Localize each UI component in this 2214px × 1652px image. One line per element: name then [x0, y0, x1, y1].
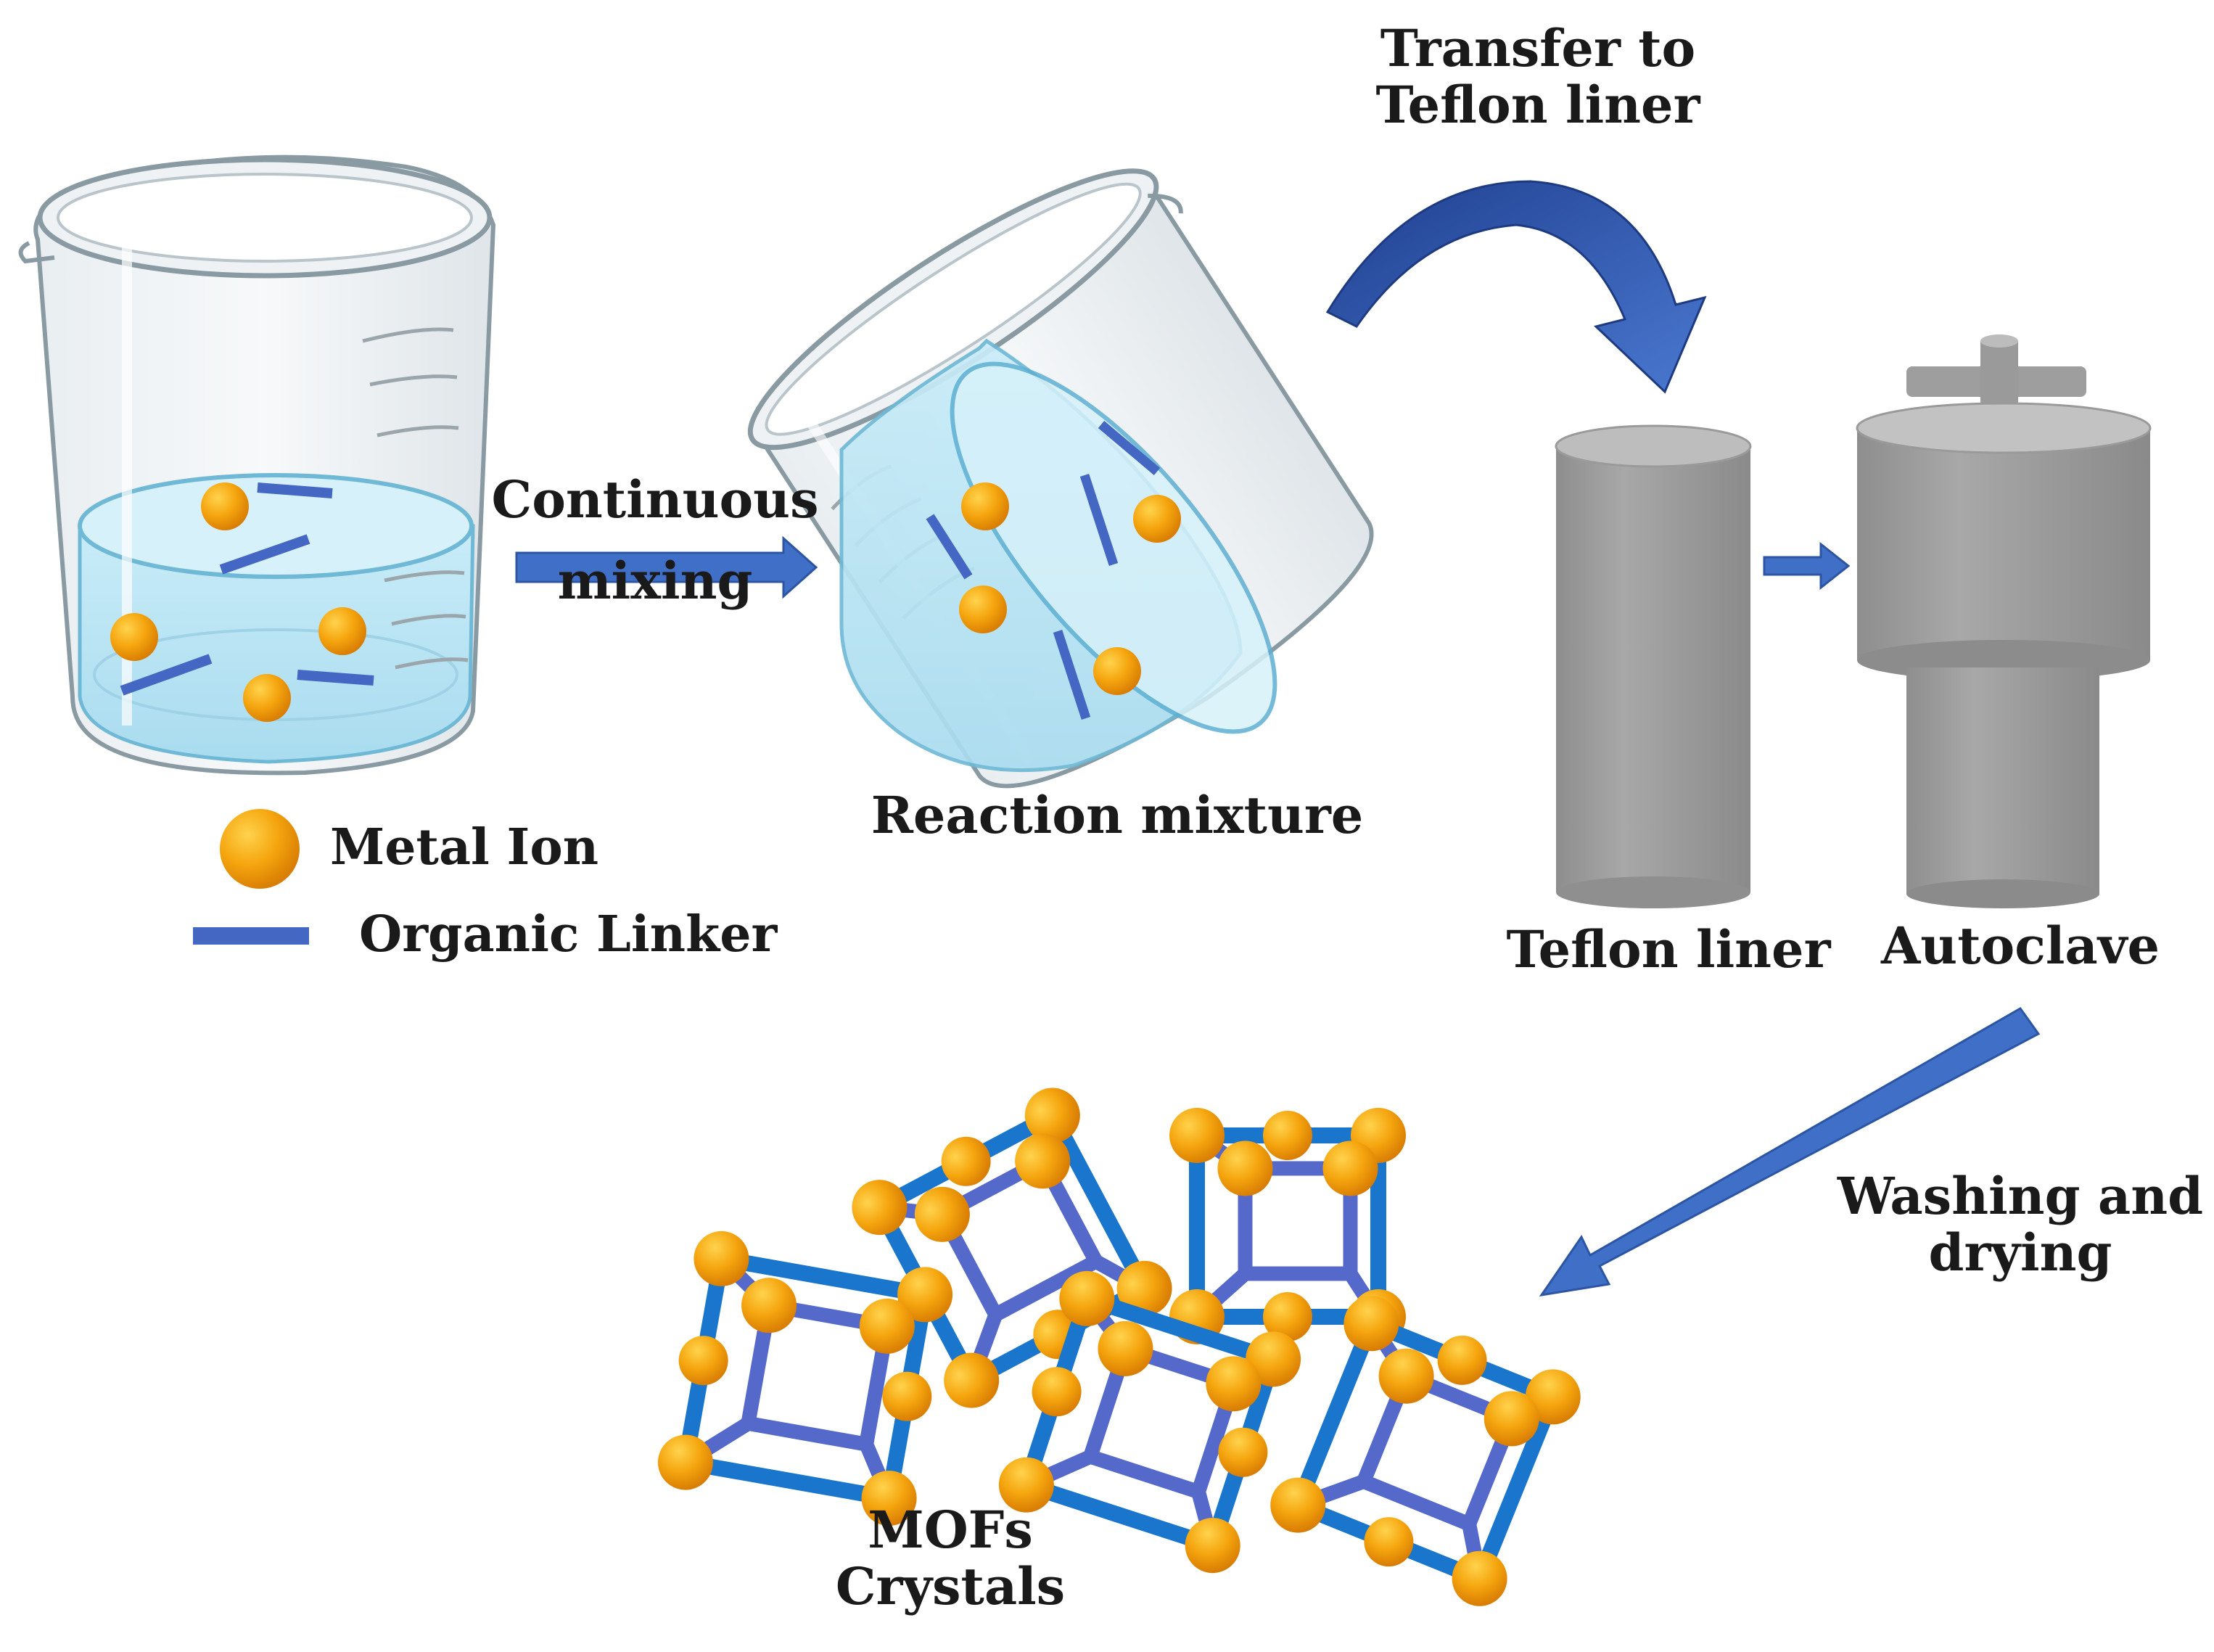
label-teflon-liner: Teflon liner	[1506, 919, 1831, 979]
mof-metal-node	[944, 1352, 1000, 1408]
mof-metal-node	[852, 1180, 908, 1236]
organic-linker	[257, 482, 333, 498]
mofs-line1: MOFs	[868, 1500, 1033, 1560]
organic-linker	[1079, 473, 1119, 567]
mof-linker	[1471, 1389, 1561, 1587]
mof-metal-node	[1169, 1108, 1225, 1163]
transfer-line1: Transfer to	[1380, 18, 1696, 78]
mof-metal-node	[1059, 1270, 1115, 1326]
mof-metal-node	[1098, 1320, 1153, 1376]
continuous-mixing-line2: mixing	[557, 551, 753, 612]
mof-cage	[657, 1230, 953, 1526]
mof-metal-node	[1246, 1331, 1301, 1387]
arrow-mixing	[515, 535, 818, 599]
label-reaction-mixture: Reaction mixture	[871, 785, 1364, 845]
mof-metal-node	[678, 1336, 728, 1386]
tilted-liquid	[839, 338, 1277, 773]
label-autoclave: Autoclave	[1880, 916, 2160, 976]
beaker-left	[18, 155, 496, 776]
organic-linker	[926, 514, 973, 580]
metal-ion	[1093, 647, 1141, 695]
organic-linker	[120, 654, 213, 696]
mofs-line2: Crystals	[835, 1556, 1066, 1617]
autoclave-vessel	[1856, 334, 2152, 908]
arrow-liner-to-autoclave	[1763, 541, 1851, 591]
mof-metal-node	[914, 1186, 970, 1242]
mof-metal-node	[998, 1457, 1054, 1513]
legend-metal-ion-swatch	[220, 809, 300, 889]
mof-metal-node	[1452, 1550, 1507, 1606]
mof-metal-node	[694, 1230, 749, 1286]
mof-metal-node	[897, 1267, 953, 1323]
transfer-line2: Teflon liner	[1375, 75, 1700, 136]
metal-ion	[961, 482, 1009, 530]
mof-metal-node	[1116, 1260, 1172, 1316]
metal-ion	[318, 607, 366, 655]
mof-metal-node	[1206, 1356, 1262, 1412]
label-continuous-mixing: Continuous mixing	[485, 469, 826, 612]
mof-metal-node	[1322, 1141, 1378, 1196]
washing-line1: Washing and	[1837, 1166, 2204, 1226]
mof-metal-node	[859, 1298, 915, 1354]
metal-ion	[1133, 495, 1181, 543]
organic-linker	[1098, 421, 1161, 475]
mof-metal-node	[1270, 1477, 1326, 1533]
metal-ion	[110, 613, 158, 661]
label-mofs-crystals: MOFs Crystals	[805, 1500, 1095, 1617]
mof-cage	[852, 1088, 1172, 1408]
metal-ion	[959, 585, 1007, 633]
mof-linker	[1290, 1315, 1380, 1513]
mof-metal-node	[1263, 1292, 1312, 1341]
mof-linker	[1079, 1290, 1282, 1368]
mof-metal-node	[657, 1434, 713, 1490]
mof-metal-node	[1218, 1427, 1268, 1477]
mof-metal-node	[1032, 1367, 1082, 1417]
organic-linker	[219, 534, 310, 575]
arrow-transfer	[1325, 180, 1707, 394]
mof-linker	[988, 1254, 1103, 1323]
mof-linker	[713, 1250, 934, 1303]
mof-metal-node	[1343, 1296, 1399, 1352]
mof-metal-node	[1483, 1391, 1539, 1447]
legend-organic-linker-swatch	[193, 927, 309, 945]
continuous-mixing-line1: Continuous	[491, 469, 819, 530]
mof-cage	[998, 1270, 1301, 1574]
mof-metal-node	[1263, 1111, 1312, 1160]
mof-metal-node	[1185, 1518, 1240, 1574]
mof-metal-node	[1525, 1369, 1581, 1425]
mof-linker	[677, 1454, 897, 1507]
mof-linker	[1083, 1449, 1206, 1500]
mof-metal-node	[1437, 1335, 1487, 1385]
tilted-contents	[926, 421, 1181, 720]
metal-ion	[243, 674, 291, 722]
mof-metal-node	[1364, 1517, 1414, 1567]
mof-metal-node	[1015, 1133, 1071, 1189]
mof-linker	[1044, 1107, 1153, 1296]
mof-linker	[1018, 1476, 1221, 1554]
mof-metal-node	[941, 1136, 991, 1186]
mof-metal-node	[1217, 1141, 1273, 1196]
washing-line2: drying	[1928, 1222, 2112, 1283]
legend-organic-linker-label: Organic Linker	[359, 905, 778, 963]
mof-cage	[1270, 1296, 1581, 1606]
arrow-washing	[1539, 1007, 2041, 1297]
mof-metal-node	[741, 1278, 797, 1333]
metal-ion	[201, 482, 249, 530]
mof-metal-node	[882, 1371, 932, 1421]
mof-linker	[741, 1415, 874, 1452]
label-transfer: Transfer to Teflon liner	[1335, 20, 1741, 134]
label-washing-drying: Washing and drying	[1832, 1166, 2209, 1283]
mof-metal-node	[1024, 1088, 1080, 1143]
legend-metal-ion-label: Metal Ion	[330, 818, 599, 876]
organic-linker	[1053, 629, 1091, 720]
mof-metal-node	[1378, 1348, 1434, 1404]
organic-linker	[297, 670, 374, 686]
beaker-left-contents	[110, 482, 374, 722]
mof-linker	[1356, 1474, 1477, 1532]
mof-crystals	[657, 1088, 1581, 1606]
mof-metal-node	[861, 1471, 917, 1526]
teflon-liner-vessel	[1555, 424, 1752, 908]
